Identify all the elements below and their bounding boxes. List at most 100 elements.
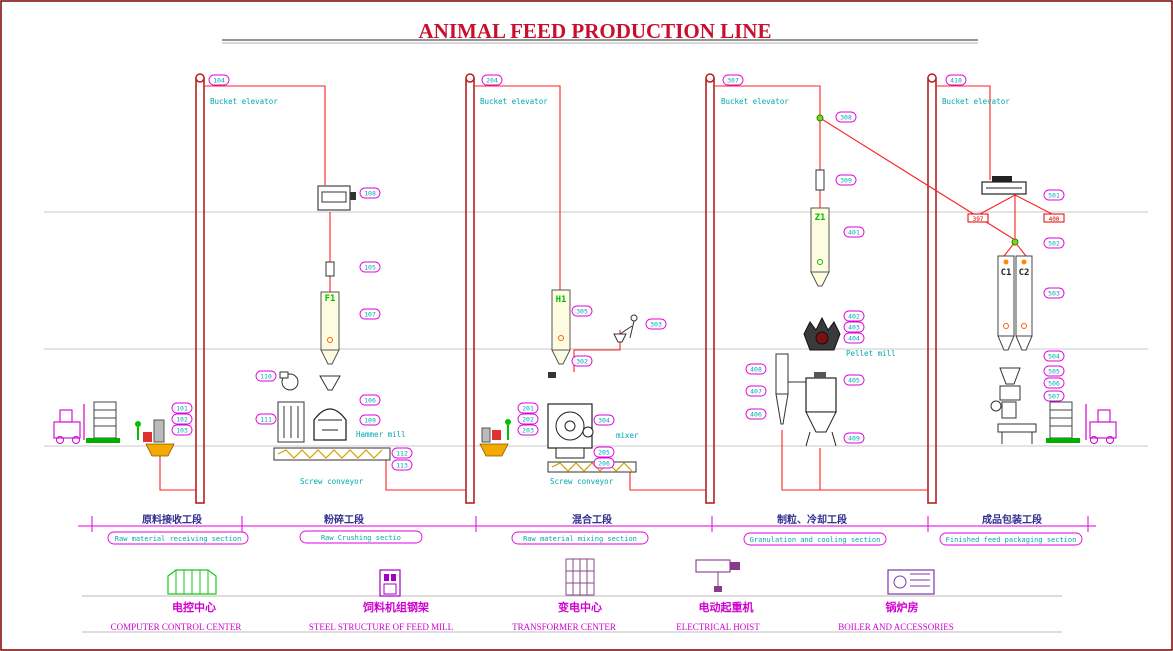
equipment-tag: 404 (843, 332, 865, 344)
tag-bubble (171, 424, 193, 436)
cooler-leg (805, 431, 811, 447)
pre-cleaner-motor (350, 192, 356, 200)
mixer-drum (555, 411, 585, 441)
tag-bubble (1043, 287, 1065, 299)
pipe-intake-to-e1 (159, 452, 196, 491)
pellet-mill-label: Pellet mill (846, 349, 896, 358)
pipe-e3-to-bin (714, 85, 821, 170)
equipment-tag: 105 (359, 261, 381, 273)
tag-number: 405 (848, 377, 860, 385)
structure-window (391, 574, 396, 581)
tag-number: 203 (522, 427, 534, 435)
screw-conveyor-1 (273, 447, 391, 461)
mixer-204 (547, 372, 594, 459)
tag-number: 409 (848, 435, 860, 443)
control-center-icon (167, 569, 217, 595)
equipment-tag: 401 (843, 226, 865, 238)
screw-conveyor-2 (547, 461, 637, 473)
cyclone-cone (775, 393, 789, 425)
magnet-body (325, 261, 335, 277)
section-pill (743, 532, 887, 546)
equipment-tag: 408 (745, 363, 767, 375)
diverter-valve (816, 114, 824, 122)
tag-number: 401 (848, 229, 860, 237)
tag-number: 507 (1048, 393, 1060, 401)
tag-bubble (593, 414, 615, 426)
forklift-left (53, 404, 85, 444)
tag-bubble (593, 446, 615, 458)
equipment-tag: 507 (1043, 390, 1065, 402)
tag-number: 109 (364, 417, 376, 425)
hoist-hook (714, 586, 722, 592)
legend-cn-boiler: 锅炉房 (886, 600, 919, 614)
equipment-tag: 303 (645, 318, 667, 330)
tag-number: 107 (364, 311, 376, 319)
conveyor-trough (547, 461, 637, 473)
section-title-packaging: 成品包装工段 (982, 513, 1042, 526)
legend-en-hoist: ELECTRICAL HOIST (676, 622, 760, 632)
section-en-pelleting: Granulation and cooling section (750, 536, 881, 544)
section-title-mixing: 混合工段 (572, 513, 612, 526)
equipment-tag: 203 (517, 424, 539, 436)
cyclone-406 (775, 353, 806, 425)
tag-number: 108 (364, 190, 376, 198)
hoist-icon (695, 559, 740, 592)
tag-number: 202 (522, 416, 534, 424)
tag-bubble (843, 226, 865, 238)
sewing-head (990, 400, 1002, 412)
legend-en-boiler: BOILER AND ACCESSORIES (838, 622, 954, 632)
tag-bubble (645, 318, 667, 330)
pipe-cooler-to-e4 (819, 448, 928, 491)
equipment-tag: 110 (255, 370, 277, 382)
screw-conveyor-label: Screw conveyor (300, 477, 364, 486)
equipment-tag: 506 (1043, 377, 1065, 389)
tag-bubble (571, 305, 593, 317)
equipment-tag: 106 (359, 394, 381, 406)
level-sensor (1021, 323, 1027, 329)
floor-lines (44, 211, 1148, 447)
legend-cn-steel-structure: 饲料机组钢架 (362, 600, 429, 614)
mill-housing (313, 408, 347, 441)
equipment-tag: 104 (208, 74, 230, 86)
tag-number: 506 (1048, 380, 1060, 388)
bin-h1 (551, 289, 571, 365)
conveyor-flight (277, 449, 383, 459)
tag-number: 101 (176, 405, 188, 413)
elevator-head (927, 73, 937, 83)
bin-letter: Z1 (815, 213, 826, 223)
level-sensor (327, 337, 333, 343)
worker-body (629, 320, 635, 339)
tag-number: 103 (176, 427, 188, 435)
tag-bubble (1043, 237, 1065, 249)
tag-bubble (843, 432, 865, 444)
tag-bubble (481, 74, 503, 86)
cyclone-body (775, 353, 789, 395)
magnet-body (815, 169, 825, 191)
legend-en-control-center: COMPUTER CONTROL CENTER (111, 622, 242, 632)
intake-pit-1 (135, 419, 175, 457)
bucket-elevator-2 (465, 73, 475, 504)
section-en-receiving: Raw material receiving section (115, 535, 241, 543)
bucket-elevator-label: Bucket elevator (721, 97, 789, 106)
tag-bubble (359, 187, 381, 199)
forklift-wheel (1106, 436, 1114, 444)
steel-structure-icon (379, 569, 401, 597)
tag-bubble (843, 374, 865, 386)
tag-number: 104 (213, 77, 225, 85)
boiler-icon (887, 569, 935, 595)
worker-arm (619, 325, 633, 335)
bag-pallet-left (86, 401, 120, 443)
structure-outline (379, 569, 401, 597)
section-en-packaging: Finished feed packaging section (946, 536, 1077, 544)
bucket-elevator-label: Bucket elevator (480, 97, 548, 106)
tag-bubble (517, 402, 539, 414)
tag-number: 504 (1048, 353, 1060, 361)
intake-pit-2 (479, 419, 511, 457)
indicator-light (1003, 259, 1009, 265)
tag-number: 503 (1048, 290, 1060, 298)
bin-f1 (320, 291, 340, 365)
pallet (86, 438, 120, 443)
pellet-mill-die (815, 331, 829, 345)
forklift-wheel (1090, 436, 1098, 444)
